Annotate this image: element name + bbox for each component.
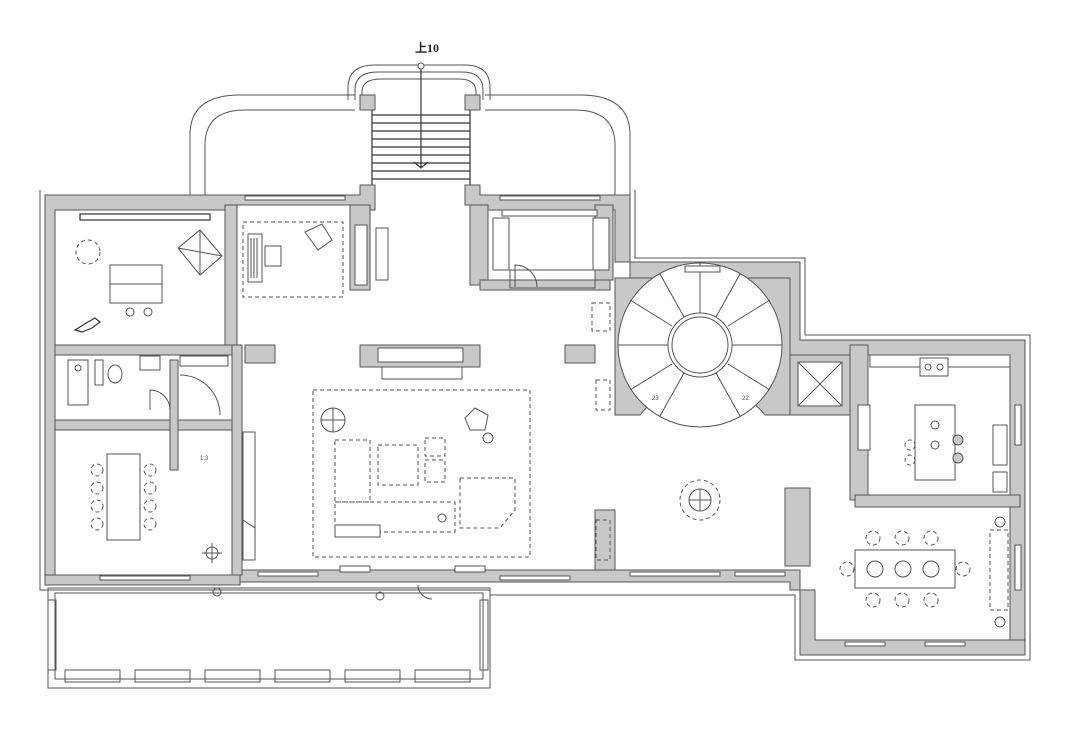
spiral-stair: 23 22 <box>614 262 791 428</box>
bottom-windows <box>99 565 966 647</box>
kitchen <box>857 354 1011 493</box>
bathroom <box>67 355 229 416</box>
dining-room-left: 1:3 <box>90 453 222 563</box>
bedroom-top-left <box>73 213 223 333</box>
top-windows <box>244 195 1022 591</box>
living-room <box>312 347 531 558</box>
stair-step-right-label: 22 <box>742 396 749 402</box>
top-middle-room <box>492 209 610 289</box>
side-units <box>242 302 611 561</box>
corridor-mark: 1:3 <box>200 456 209 462</box>
dining-room-right <box>839 516 1009 628</box>
entrance-stair <box>347 62 491 185</box>
lower-balcony <box>47 587 491 689</box>
outer-outline <box>39 190 1031 661</box>
top-terrace <box>189 94 631 195</box>
study-room <box>242 221 389 298</box>
stair-step-left-label: 23 <box>652 396 659 402</box>
round-table-center <box>679 479 721 521</box>
elevator <box>797 361 843 407</box>
stair-up-label: 上10 <box>415 40 439 55</box>
